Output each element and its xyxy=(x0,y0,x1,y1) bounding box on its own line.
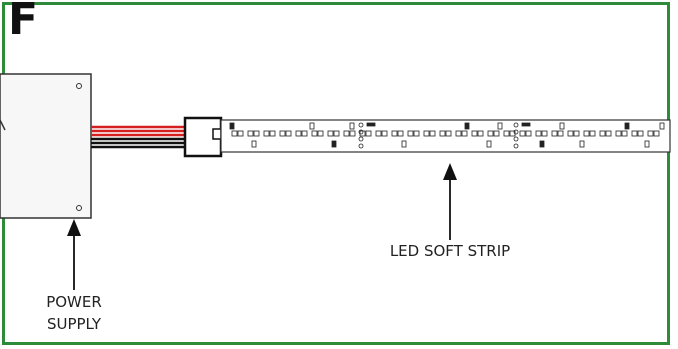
led-chip xyxy=(573,130,580,137)
led-chip xyxy=(295,130,302,137)
led-chip xyxy=(621,130,628,137)
cut-point-pad xyxy=(358,136,364,142)
led-chip xyxy=(285,130,292,137)
wire-bundle xyxy=(91,125,186,149)
led-chip xyxy=(423,130,430,137)
led-chip xyxy=(381,130,388,137)
led-chip xyxy=(343,130,350,137)
resistor xyxy=(644,140,650,148)
led-chip xyxy=(365,130,372,137)
cut-point-pad xyxy=(358,122,364,128)
resistor xyxy=(464,122,470,130)
led-chip xyxy=(471,130,478,137)
led-chip xyxy=(493,130,500,137)
led-chip xyxy=(583,130,590,137)
led-chip xyxy=(407,130,414,137)
led-strip-label: LED SOFT STRIP xyxy=(390,242,510,260)
resistor xyxy=(659,122,665,130)
resistor xyxy=(309,122,315,130)
led-chip xyxy=(637,130,644,137)
led-chip xyxy=(269,130,276,137)
screw-hole xyxy=(76,83,82,89)
resistor xyxy=(497,122,503,130)
led-chip xyxy=(397,130,404,137)
cut-point-pad xyxy=(513,136,519,142)
led-chip xyxy=(605,130,612,137)
led-components xyxy=(229,122,665,149)
led-chip xyxy=(311,130,318,137)
led-chip xyxy=(535,130,542,137)
led-chip xyxy=(615,130,622,137)
resistor xyxy=(229,122,235,130)
figure-letter: F xyxy=(8,0,39,45)
box-edge-mark xyxy=(0,119,6,131)
led-chip xyxy=(231,130,238,137)
led-chip xyxy=(439,130,446,137)
power-supply-label-line1: POWER xyxy=(46,293,102,311)
led-chip xyxy=(429,130,436,137)
led-chip xyxy=(599,130,606,137)
led-chip xyxy=(333,130,340,137)
led-chip xyxy=(279,130,286,137)
led-chip xyxy=(461,130,468,137)
resistor xyxy=(401,140,407,148)
led-chip xyxy=(653,130,660,137)
led-chip xyxy=(413,130,420,137)
resistor xyxy=(349,122,355,130)
led-chip xyxy=(503,130,510,137)
screw-hole xyxy=(76,205,82,211)
led-chip xyxy=(525,130,532,137)
led-chip xyxy=(301,130,308,137)
led-chip xyxy=(349,130,356,137)
led-chip xyxy=(519,130,526,137)
cut-point-pad xyxy=(358,143,364,149)
power-arrow-head xyxy=(67,219,81,236)
led-chip xyxy=(263,130,270,137)
cut-point-pad xyxy=(513,129,519,135)
cut-mark xyxy=(366,122,376,127)
led-chip xyxy=(589,130,596,137)
led-chip xyxy=(477,130,484,137)
led-chip xyxy=(247,130,254,137)
resistor xyxy=(624,122,630,130)
resistor xyxy=(331,140,337,148)
led-chip xyxy=(237,130,244,137)
cut-point-pad xyxy=(513,143,519,149)
strip-arrow-head xyxy=(443,163,457,180)
led-chip xyxy=(375,130,382,137)
cut-mark xyxy=(521,122,531,127)
led-chip xyxy=(317,130,324,137)
led-chip xyxy=(541,130,548,137)
led-chip xyxy=(631,130,638,137)
cut-point-pad xyxy=(513,122,519,128)
resistor xyxy=(486,140,492,148)
led-chip xyxy=(391,130,398,137)
resistor xyxy=(579,140,585,148)
resistor xyxy=(539,140,545,148)
led-chip xyxy=(567,130,574,137)
power-supply-box xyxy=(0,73,92,219)
resistor xyxy=(559,122,565,130)
cut-point-pad xyxy=(358,129,364,135)
led-chip xyxy=(557,130,564,137)
led-chip xyxy=(551,130,558,137)
resistor xyxy=(251,140,257,148)
led-chip xyxy=(487,130,494,137)
led-chip xyxy=(647,130,654,137)
led-chip xyxy=(327,130,334,137)
led-chip xyxy=(253,130,260,137)
led-chip xyxy=(455,130,462,137)
connector-tab xyxy=(212,128,222,140)
led-chip xyxy=(445,130,452,137)
power-supply-label-line2: SUPPLY xyxy=(47,315,102,333)
